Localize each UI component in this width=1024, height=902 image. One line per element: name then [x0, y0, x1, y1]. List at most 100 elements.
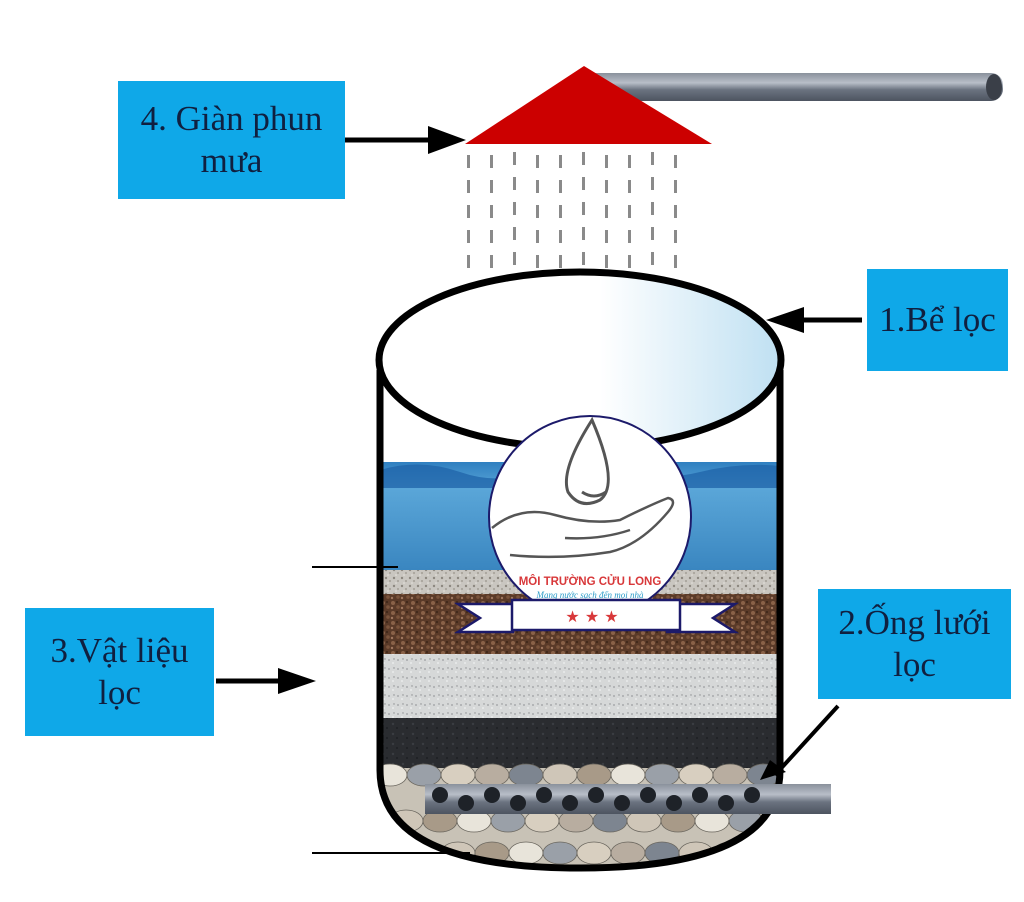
charcoal-layer: [380, 718, 780, 768]
pipe-hole: [614, 795, 630, 811]
rain-drop: [513, 152, 516, 165]
rain-drop: [490, 230, 493, 243]
arrow-media: [216, 668, 316, 694]
rain-drop: [651, 152, 654, 165]
pebble: [440, 763, 476, 787]
rain-drop: [490, 155, 493, 168]
rain-drop: [559, 255, 562, 268]
rain-drop: [582, 202, 585, 215]
pipe-hole: [640, 787, 656, 803]
label-spray-line1: 4. Giàn phun: [140, 99, 323, 138]
pebble: [610, 763, 646, 787]
pipe-hole: [718, 795, 734, 811]
pebble: [576, 841, 612, 865]
logo-stars: ★ ★ ★: [565, 607, 618, 626]
pebble: [678, 763, 714, 787]
label-media-line1: 3.Vật liệu: [50, 631, 189, 670]
pebble: [508, 763, 544, 787]
feed-pipe: [585, 73, 1003, 101]
pipe-hole: [562, 795, 578, 811]
arrow-spray: [345, 126, 466, 154]
rain-drop: [513, 202, 516, 215]
rain-drop: [628, 230, 631, 243]
rain-drop: [513, 177, 516, 190]
rain-drop: [559, 230, 562, 243]
rain-drops: [467, 152, 677, 268]
spray-head: [465, 66, 712, 144]
logo-slogan-text: Mang nước sạch đến mọi nhà: [536, 590, 644, 600]
rain-drop: [674, 230, 677, 243]
rain-drop: [536, 180, 539, 193]
pipe-hole: [692, 787, 708, 803]
label-spray-line2: mưa: [200, 141, 263, 180]
pipe-hole: [458, 795, 474, 811]
label-pipe-line2: lọc: [893, 645, 936, 684]
rain-drop: [536, 205, 539, 218]
pebble: [542, 763, 578, 787]
rain-drop: [674, 155, 677, 168]
label-filter-tank: 1.Bể lọc: [867, 269, 1008, 371]
pipe-hole: [666, 795, 682, 811]
rain-drop: [559, 205, 562, 218]
rain-drop: [536, 230, 539, 243]
pipe-hole: [432, 787, 448, 803]
rain-drop: [605, 255, 608, 268]
rain-drop: [651, 177, 654, 190]
rain-drop: [536, 155, 539, 168]
rain-drop: [467, 155, 470, 168]
rain-drop: [628, 180, 631, 193]
rain-drop: [628, 205, 631, 218]
rain-drop: [513, 227, 516, 240]
label-filter-pipe: 2.Ống lưới lọc: [818, 589, 1011, 699]
rain-drop: [582, 177, 585, 190]
pebble: [542, 841, 578, 865]
arrow-pipe: [760, 704, 840, 780]
brand-logo: MÔI TRƯỜNG CỬU LONG Mang nước sạch đến m…: [453, 415, 740, 634]
rain-drop: [490, 180, 493, 193]
rain-drop: [582, 252, 585, 265]
hand-icon: [491, 496, 675, 559]
rain-drop: [674, 180, 677, 193]
rain-drop: [605, 180, 608, 193]
rain-drop: [628, 255, 631, 268]
label-media-line2: lọc: [98, 673, 141, 712]
pebble: [712, 763, 748, 787]
rain-drop: [536, 255, 539, 268]
pebble: [508, 841, 544, 865]
logo-brand-text: MÔI TRƯỜNG CỬU LONG: [519, 575, 662, 588]
arrow-tank: [766, 307, 862, 333]
pebble: [610, 841, 646, 865]
label-spray-system: 4. Giàn phun mưa: [118, 81, 345, 199]
label-filter-media: 3.Vật liệu lọc: [25, 608, 214, 736]
rain-drop: [651, 227, 654, 240]
pipe-hole: [744, 787, 760, 803]
rain-drop: [467, 180, 470, 193]
pipe-hole: [484, 787, 500, 803]
pipe-hole: [510, 795, 526, 811]
pipe-hole: [588, 787, 604, 803]
rain-drop: [582, 152, 585, 165]
pipe-hole: [536, 787, 552, 803]
label-pipe-line1: 2.Ống lưới: [838, 603, 991, 642]
rain-drop: [467, 255, 470, 268]
rain-drop: [674, 255, 677, 268]
rain-drop: [490, 205, 493, 218]
water-drop-icon: [564, 416, 610, 506]
rain-drop: [559, 180, 562, 193]
label-tank-line1: 1.Bể lọc: [879, 300, 996, 339]
pebble: [474, 763, 510, 787]
rain-drop: [651, 252, 654, 265]
rain-drop: [467, 205, 470, 218]
distribution-pipe: [425, 784, 831, 814]
rain-drop: [467, 230, 470, 243]
sand-layer: [380, 654, 780, 718]
rain-drop: [605, 155, 608, 168]
rain-drop: [605, 205, 608, 218]
rain-drop: [628, 155, 631, 168]
rain-drop: [513, 252, 516, 265]
pebble: [644, 763, 680, 787]
rain-drop: [605, 230, 608, 243]
rain-drop: [582, 227, 585, 240]
pebble: [576, 763, 612, 787]
